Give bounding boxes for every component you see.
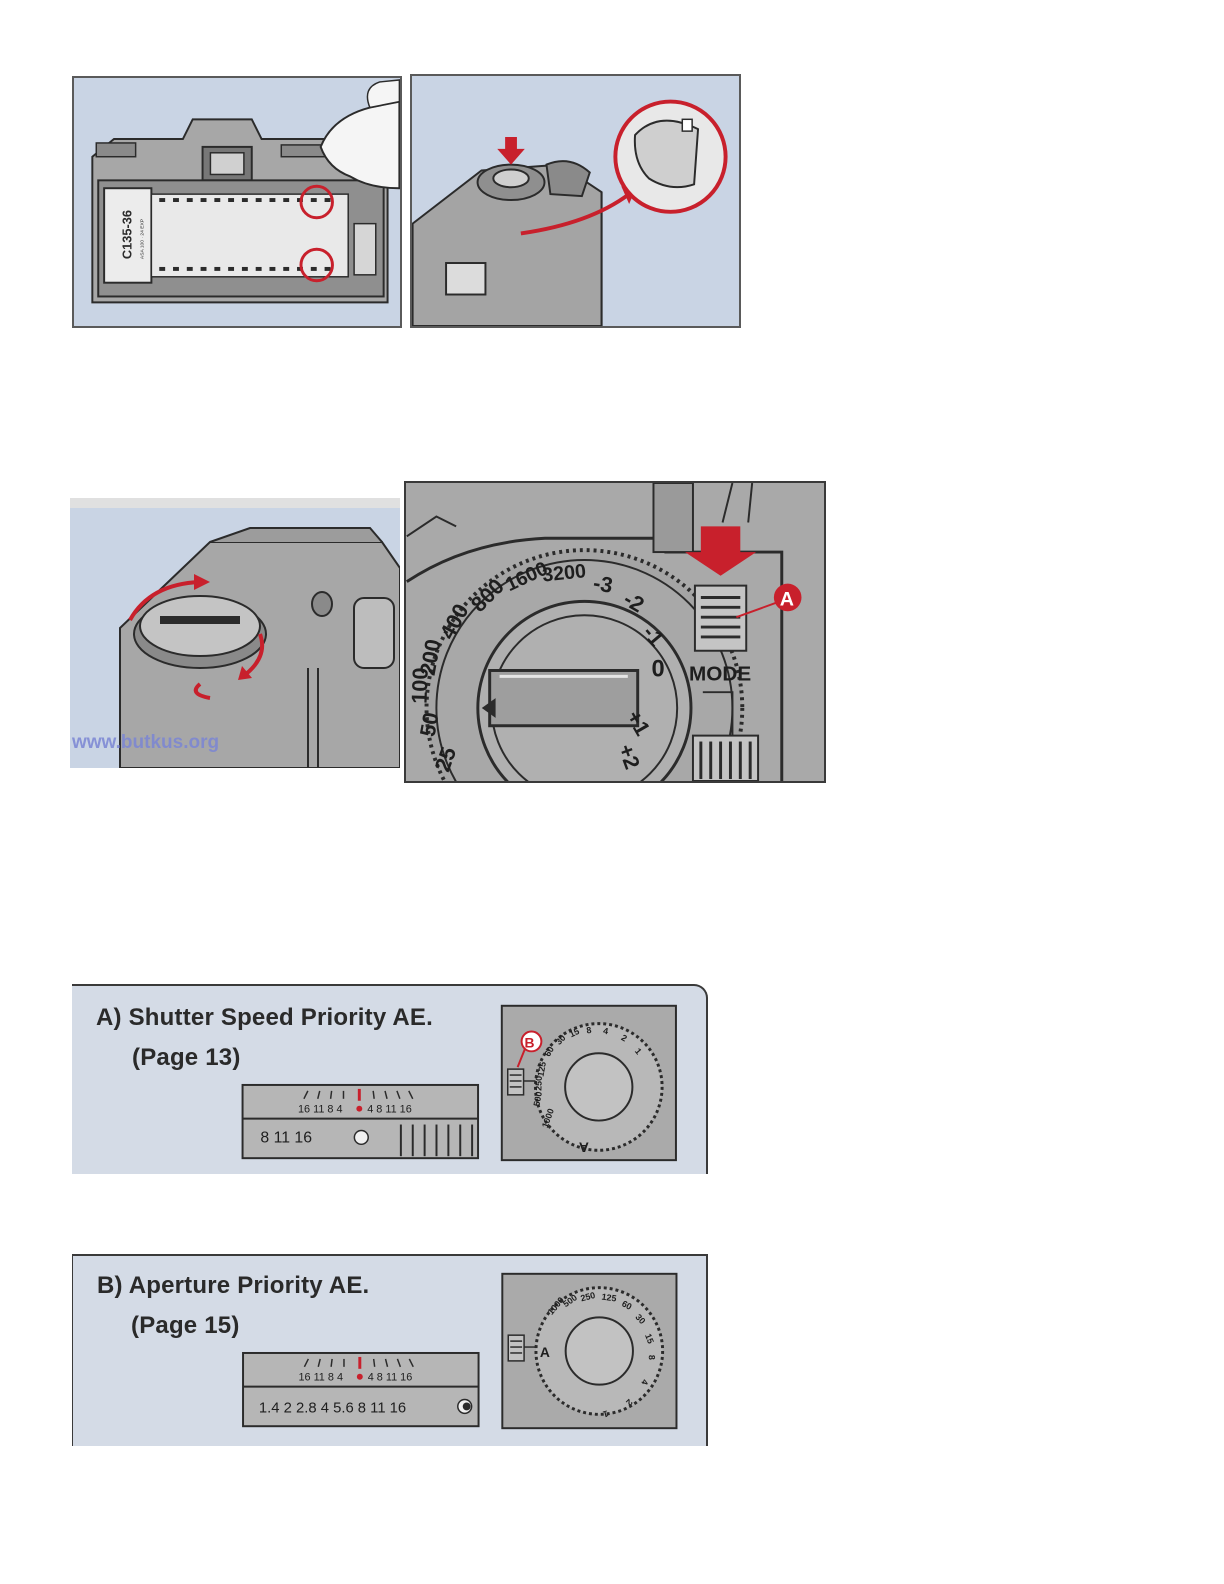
dial-b-2: 2 [624,1397,635,1408]
callout-b-badge [520,1030,543,1053]
dial-b-60: 60 [620,1298,633,1311]
sprocket-highlight-bottom [299,247,334,283]
figure-mode-dial-rotate: www.butkus.org [70,498,400,768]
dial-a-1: 1 [633,1046,644,1056]
dial-b-1: 1 [602,1408,609,1419]
section-b-page-ref: (Page 15) [131,1312,240,1339]
figure-shutter-button [410,74,741,328]
dial-a-125: 125 [535,1061,547,1077]
dial-a-4: 4 [602,1026,609,1037]
section-b-title: B) Aperture Priority AE. [97,1272,370,1299]
speed-100: 100 [407,667,433,704]
dial-b-15: 15 [643,1332,656,1345]
watermark-text: www.butkus.org [72,732,220,753]
comp-minus-3: -3 [591,570,614,598]
sprocket-highlight-top [299,184,334,220]
dial-a-auto: A [579,1139,589,1155]
callout-b-letter: B [525,1034,535,1050]
section-b-scale-bottom: 1.4 2 2.8 4 5.6 8 11 16 [259,1400,406,1416]
comp-zero: 0 [652,656,665,682]
section-aperture-priority: B) Aperture Priority AE. (Page 15) 16 11… [72,1254,708,1446]
film-speed-dial-illustration: 25 50 100 200 400 800 1600 3200 -3 -2 -1… [406,483,802,781]
dial-a-8: 8 [586,1025,592,1036]
section-a-diagram: 16 11 8 4 4 8 11 16 8 11 16 B 1000 500 2… [241,1004,677,1162]
dial-b-4: 4 [639,1378,650,1386]
dial-b-125: 125 [601,1292,617,1304]
press-mode-arrow-icon [685,526,757,576]
cartridge-small-text: ASA 100 · 24 EXP [140,218,146,259]
shutter-button-illustration [412,99,728,326]
section-b-diagram: 16 11 8 4 4 8 11 16 1.4 2 2.8 4 5.6 8 11… [242,1272,678,1430]
section-a-scale-top: 16 11 8 4 [298,1104,343,1116]
cartridge-label: C135-36 [120,210,135,259]
dial-a-250: 250 [533,1076,544,1091]
dial-a-60: 60 [542,1045,556,1059]
callout-a-letter: A [780,588,794,610]
dial-b-8: 8 [647,1355,657,1360]
dial-a-2: 2 [620,1033,629,1044]
dial-a-500: 500 [532,1091,544,1107]
section-a-page-ref: (Page 13) [132,1044,241,1071]
dial-b-auto: A [540,1344,550,1360]
callout-a-badge [773,583,802,612]
film-loading-illustration: C135-36 ASA 100 · 24 EXP [91,79,400,304]
section-b-scale-top: 16 11 8 4 [298,1372,343,1384]
section-a-scale-bottom: 8 11 16 [260,1129,312,1146]
section-shutter-priority: A) Shutter Speed Priority AE. (Page 13) … [72,984,708,1174]
speed-3200: 3200 [541,560,587,586]
figure-film-speed-dial: 25 50 100 200 400 800 1600 3200 -3 -2 -1… [404,481,826,783]
section-a-scale-top-right: 4 8 11 16 [367,1104,412,1116]
speed-50: 50 [415,710,444,738]
curved-arrow-icon [520,192,631,236]
section-a-title: A) Shutter Speed Priority AE. [96,1004,433,1031]
speed-200: 200 [415,637,446,677]
figure-film-loading: C135-36 ASA 100 · 24 EXP [72,76,402,328]
dial-b-250: 250 [579,1290,596,1304]
dial-a-15: 15 [568,1026,581,1039]
rotate-arrow-right-icon [244,633,265,676]
press-arrow-icon [497,137,525,165]
section-b-scale-top-right: 4 8 11 16 [368,1372,413,1384]
mode-dial-rotate-illustration [119,527,400,768]
mode-label: MODE [689,662,751,685]
rotate-arrow-top-icon [128,580,201,621]
